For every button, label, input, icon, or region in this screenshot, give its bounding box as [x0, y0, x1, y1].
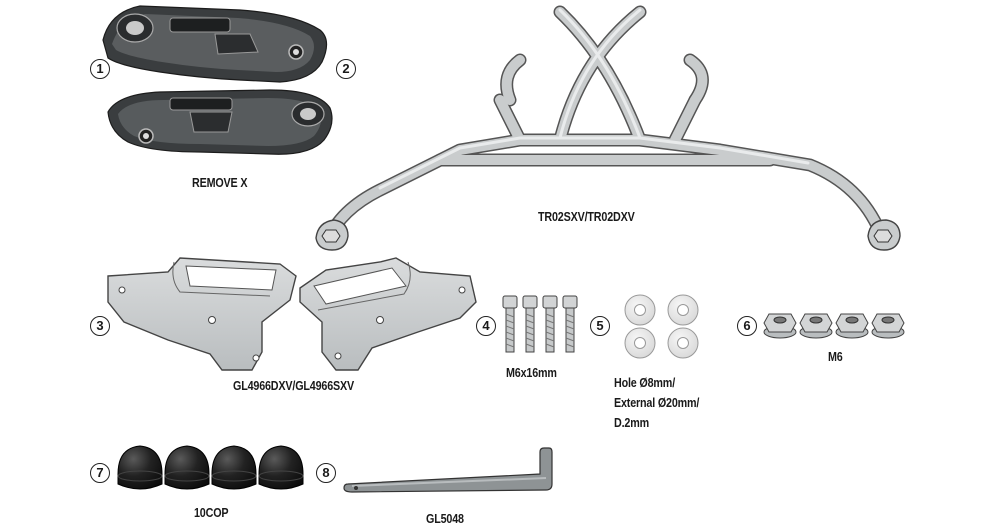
side-plate-right	[299, 257, 477, 371]
frame-mount-left	[315, 219, 349, 251]
bolt	[502, 295, 518, 353]
bolt	[562, 295, 578, 353]
cap	[258, 445, 304, 490]
label-hex-key: GL5048	[426, 512, 464, 525]
label-washers-line2: External Ø20mm/	[614, 396, 700, 410]
label-washers-line1: Hole Ø8mm/	[614, 376, 676, 390]
nut-set	[763, 313, 905, 339]
tubular-frame	[321, 5, 887, 247]
label-frame: TR02SXV/TR02DXV	[538, 210, 635, 224]
removed-cover-upper	[102, 5, 328, 83]
nut	[799, 313, 833, 339]
frame-mount-right	[867, 219, 901, 251]
callout-number-4: 4	[476, 316, 496, 336]
callout-number-5: 5	[590, 316, 610, 336]
callout-number-1: 1	[90, 59, 110, 79]
removed-cover-lower	[107, 89, 333, 155]
cap	[117, 445, 163, 490]
washer	[624, 327, 656, 359]
callout-number-2: 2	[336, 59, 356, 79]
callout-number-8: 8	[316, 463, 336, 483]
label-remove: REMOVE X	[192, 176, 248, 190]
nut	[871, 313, 905, 339]
bolt	[542, 295, 558, 353]
washer-set	[624, 294, 699, 359]
label-bolts: M6x16mm	[506, 366, 557, 380]
bolt-set	[502, 295, 578, 353]
callout-number-6: 6	[737, 316, 757, 336]
washer	[667, 294, 699, 326]
label-side-plates: GL4966DXV/GL4966SXV	[233, 379, 355, 393]
washer	[667, 327, 699, 359]
cap-set	[117, 445, 304, 490]
callout-number-3: 3	[90, 316, 110, 336]
label-caps: 10COP	[194, 506, 229, 520]
cap	[164, 445, 210, 490]
washer	[624, 294, 656, 326]
cap	[211, 445, 257, 490]
label-nuts: M6	[828, 350, 843, 364]
label-washers-line3: D.2mm	[614, 416, 649, 430]
side-plate-left	[107, 257, 297, 371]
callout-number-7: 7	[90, 463, 110, 483]
bolt	[522, 295, 538, 353]
label-washers: Hole Ø8mm/ External Ø20mm/ D.2mm	[614, 373, 699, 433]
nut	[763, 313, 797, 339]
nut	[835, 313, 869, 339]
hex-key-tool	[343, 447, 553, 493]
